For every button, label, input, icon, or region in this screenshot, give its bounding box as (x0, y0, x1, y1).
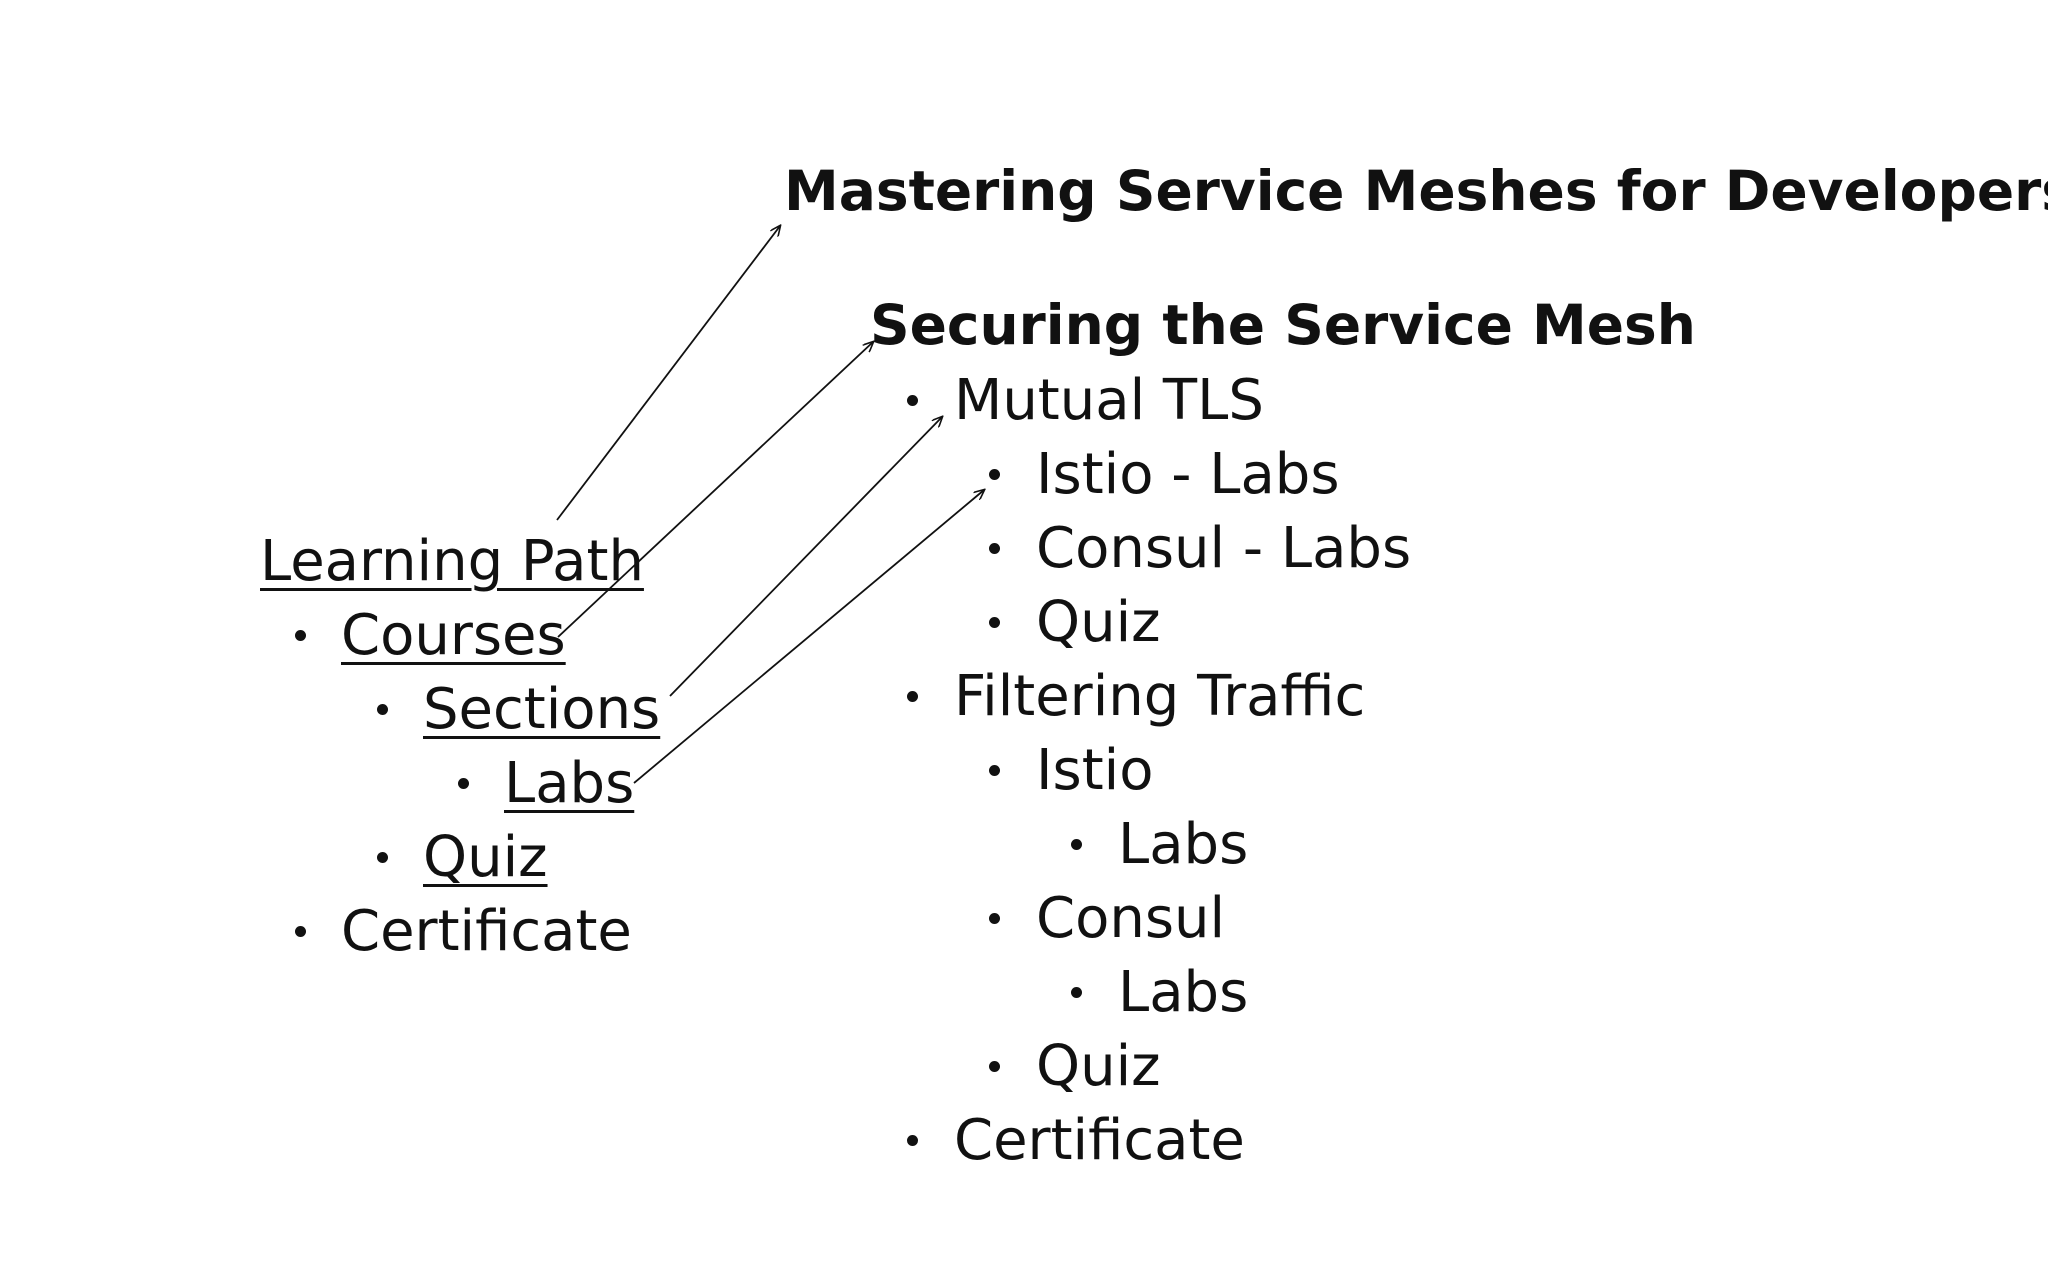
learning-path-courses: Courses (341, 603, 566, 668)
bullet (907, 395, 918, 406)
outline-istio-sub-labs: Labs (1118, 812, 1249, 877)
bullet (295, 926, 306, 937)
bullet (989, 617, 1000, 628)
bullet (377, 852, 388, 863)
section-title: Securing the Service Mesh (870, 293, 1696, 357)
outline-mutual-tls: Mutual TLS (954, 368, 1264, 433)
bullet (989, 913, 1000, 924)
learning-path-quiz: Quiz (423, 825, 548, 890)
bullet (989, 1061, 1000, 1072)
bullet (295, 630, 306, 641)
bullet (907, 691, 918, 702)
course-title: Mastering Service Meshes for Developers (784, 159, 2048, 223)
outline-consul-sub-labs: Labs (1118, 960, 1249, 1025)
arrow-learning-path-to-course-title (556, 226, 780, 521)
arrow-sections-to-mutual-tls (669, 417, 942, 697)
bullet (377, 704, 388, 715)
bullet (989, 543, 1000, 554)
learning-path-certificate: Certificate (341, 899, 632, 964)
bullet (989, 765, 1000, 776)
outline-quiz-1: Quiz (1036, 590, 1161, 655)
outline-istio-labs: Istio - Labs (1036, 442, 1340, 507)
bullet (1071, 839, 1082, 850)
outline-istio: Istio (1036, 738, 1154, 803)
arrow-labs-to-istio-labs (633, 490, 984, 784)
outline-quiz-2: Quiz (1036, 1034, 1161, 1099)
bullet (458, 778, 469, 789)
outline-filtering-traffic: Filtering Traffic (954, 664, 1366, 729)
learning-path-heading: Learning Path (260, 529, 644, 594)
bullet (907, 1135, 918, 1146)
arrow-courses-to-section-title (557, 342, 873, 638)
outline-consul-labs: Consul - Labs (1036, 516, 1412, 581)
bullet (1071, 987, 1082, 998)
bullet (989, 469, 1000, 480)
outline-certificate: Certificate (954, 1108, 1245, 1173)
learning-path-sections: Sections (423, 677, 661, 742)
learning-path-labs: Labs (504, 751, 635, 816)
outline-consul: Consul (1036, 886, 1226, 951)
